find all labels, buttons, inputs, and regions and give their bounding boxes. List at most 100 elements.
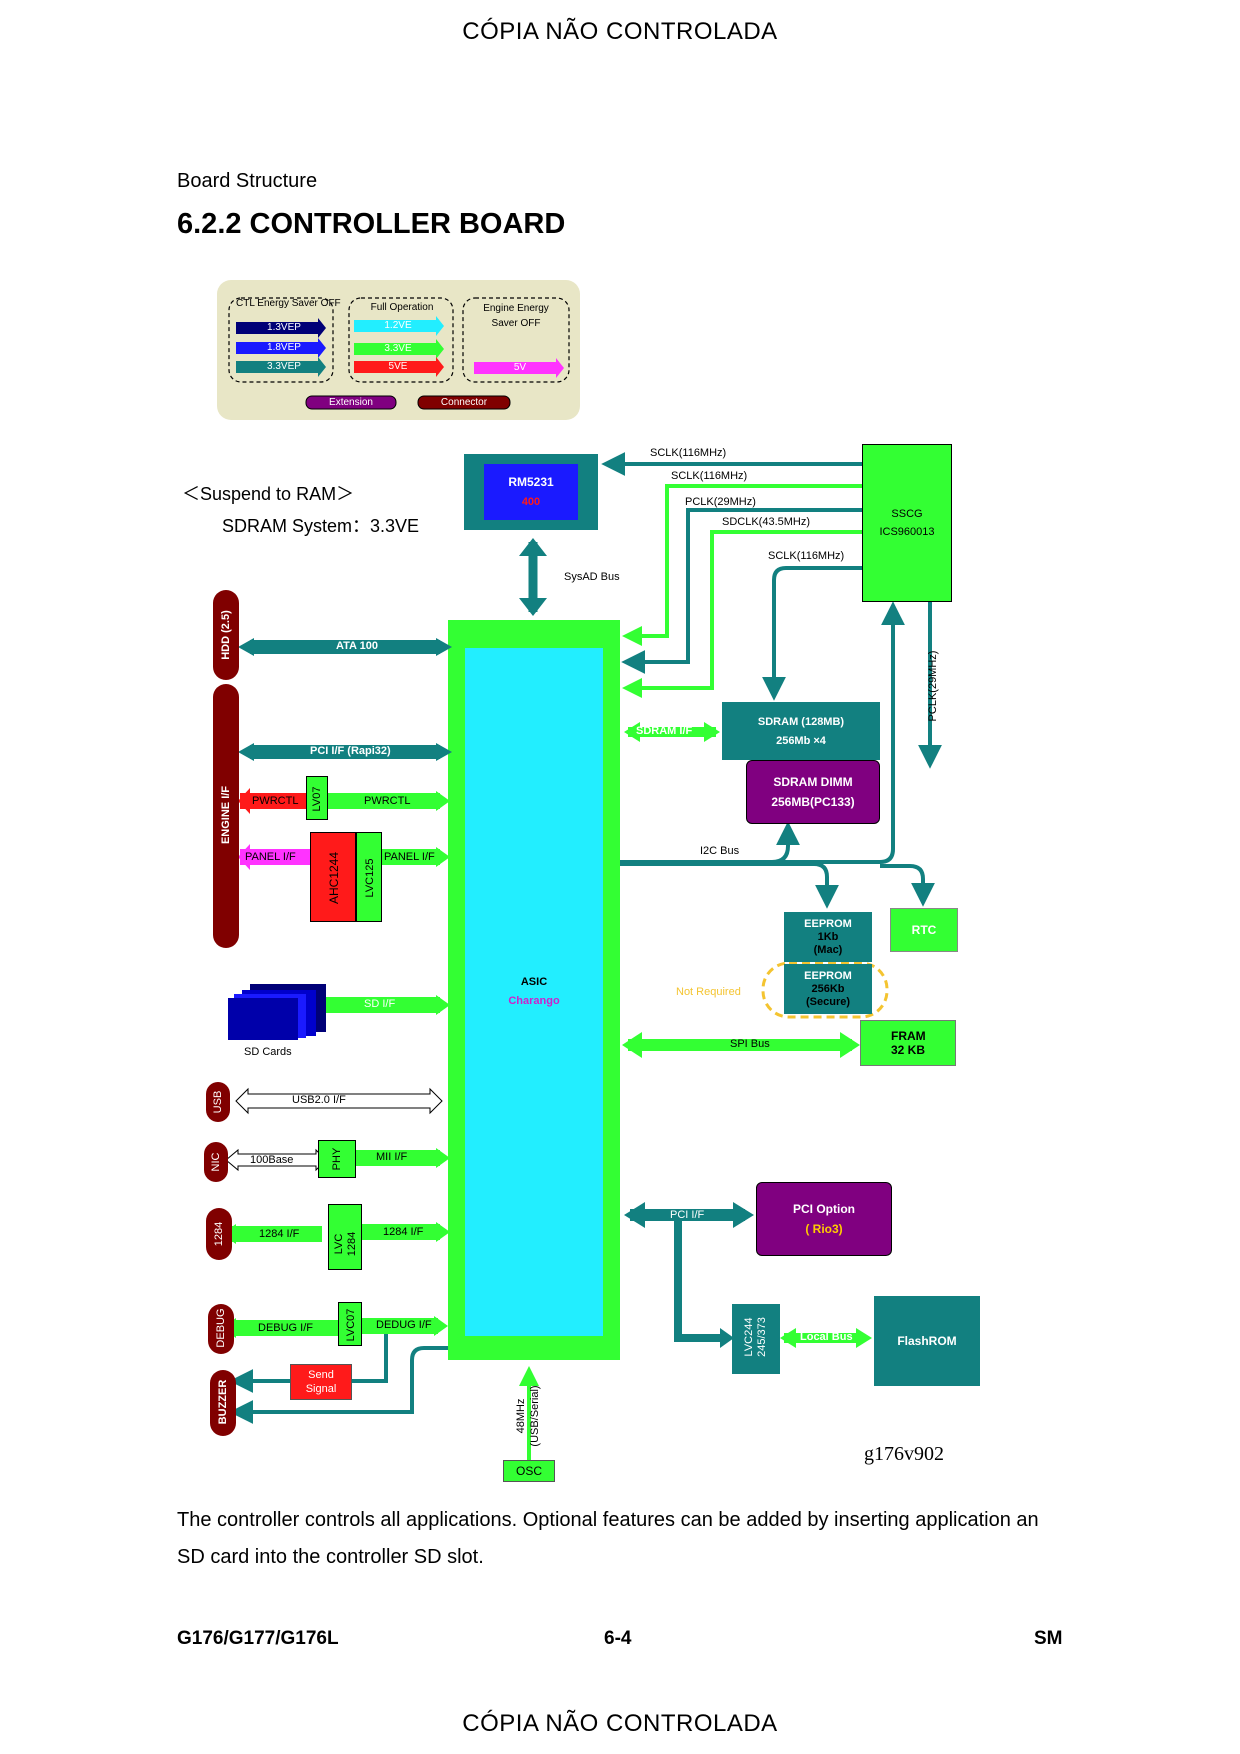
sdram-line1: SDRAM (128MB) bbox=[757, 715, 845, 728]
osc-freq-label: 48MHz(USB/Serial) bbox=[515, 1385, 541, 1447]
footer-page: 6-4 bbox=[604, 1628, 632, 1649]
fram-line1: FRAM bbox=[891, 1029, 926, 1043]
legend-label-1.2ve: 1.2VE bbox=[384, 320, 412, 331]
osc-block: OSC bbox=[503, 1460, 555, 1482]
pwrctl-label-left: PWRCTL bbox=[252, 795, 299, 807]
dimm-line1: SDRAM DIMM bbox=[773, 775, 853, 789]
pci-if-label: PCI I/F bbox=[670, 1209, 705, 1221]
ata-label: ATA 100 bbox=[336, 640, 378, 652]
asic-name: Charango bbox=[508, 995, 560, 1007]
engine-if-label: ENGINE I/F bbox=[220, 785, 232, 845]
suspend-sdram: SDRAM System：3.3VE bbox=[222, 516, 420, 536]
ieee1284-connector bbox=[206, 1208, 232, 1260]
body-text: The controller controls all applications… bbox=[177, 1509, 1039, 1568]
section-label: Board Structure bbox=[177, 170, 318, 192]
debug-label: DEBUG bbox=[215, 1308, 227, 1348]
diagram-lines bbox=[204, 280, 942, 1460]
spi-label: SPI Bus bbox=[730, 1038, 770, 1050]
legend-connector bbox=[417, 395, 511, 410]
asic-core bbox=[465, 648, 603, 1336]
sclk-label-3: SCLK(116MHz) bbox=[768, 550, 845, 562]
rm5231-block: RM5231 400 bbox=[464, 454, 598, 530]
phy-block: PHY bbox=[318, 1140, 356, 1178]
engine-connector bbox=[213, 684, 239, 948]
legend-connector-label: Connector bbox=[440, 397, 488, 408]
debug-connector bbox=[208, 1304, 234, 1354]
send-signal-line2: Signal bbox=[305, 1383, 337, 1395]
usb-label: USB bbox=[212, 1090, 224, 1114]
legend-label-1.3vep: 1.3VEP bbox=[267, 322, 301, 333]
fram-line2: 32 KB bbox=[891, 1043, 926, 1057]
legend-arrow-3.3vep bbox=[236, 357, 326, 377]
ieee1284-label: 1284 bbox=[213, 1221, 225, 1247]
eeprom-mac-block: EEPROM 1Kb (Mac) bbox=[784, 912, 872, 962]
legend-label-5v: 5V bbox=[513, 362, 527, 373]
legend-full-operation: Full Operation bbox=[370, 302, 434, 313]
sysad-label: SysAD Bus bbox=[564, 571, 620, 583]
page-title: 6.2.2 CONTROLLER BOARD bbox=[177, 208, 566, 240]
eeprom2-line2: 256Kb bbox=[811, 982, 845, 995]
panel-label-right: PANEL I/F bbox=[384, 851, 435, 863]
hdd-connector bbox=[213, 590, 239, 680]
ahc1244-label: AHC1244 bbox=[327, 851, 341, 905]
sdram-line2: 256Mb ×4 bbox=[776, 734, 826, 747]
if1284-label-left: 1284 I/F bbox=[259, 1228, 300, 1240]
lv07-block: LV07 bbox=[306, 776, 328, 820]
send-signal-block: Send Signal bbox=[290, 1364, 352, 1400]
rtc-label: RTC bbox=[911, 923, 937, 937]
lvc07-label: LVC07 bbox=[345, 1308, 357, 1342]
usb-if-label: USB2.0 I/F bbox=[292, 1094, 346, 1106]
mii-label: MII I/F bbox=[376, 1151, 408, 1163]
pci-option-block: PCI Option ( Rio3) bbox=[756, 1182, 892, 1256]
sdram-dimm-block: SDRAM DIMM 256MB(PC133) bbox=[746, 760, 880, 824]
sdram-if-label: SDRAM I/F bbox=[636, 725, 693, 737]
asic-label: ASIC bbox=[520, 976, 548, 988]
pclk-vertical-label: PCLK(29MHz) bbox=[927, 650, 939, 722]
buzzer-label: BUZZER bbox=[217, 1379, 229, 1425]
lvc07-block: LVC07 bbox=[338, 1302, 362, 1346]
rio3-label: ( Rio3) bbox=[805, 1222, 843, 1236]
fram-block: FRAM 32 KB bbox=[860, 1020, 956, 1066]
flashrom-label: FlashROM bbox=[897, 1334, 957, 1348]
pci-rapi-label: PCI I/F (Rapi32) bbox=[310, 745, 391, 757]
legend-arrow-1.3vep bbox=[236, 318, 326, 338]
usb-arrow bbox=[235, 1087, 443, 1115]
legend-label-3.3vep: 3.3VEP bbox=[267, 361, 301, 372]
eeprom-secure-block: EEPROM 256Kb (Secure) bbox=[784, 964, 872, 1014]
controller-board-diagram: CTL Energy Saver OFF Full Operation Engi… bbox=[182, 280, 980, 1482]
legend-arrow-1.2ve bbox=[354, 316, 444, 336]
debug-if-label-left: DEBUG I/F bbox=[258, 1322, 314, 1334]
pwrctl-red-bar bbox=[240, 793, 306, 809]
legend-arrow-5v bbox=[474, 358, 564, 378]
lvc125-block: LVC125 bbox=[356, 832, 382, 922]
footer-model: G176/G177/G176L bbox=[177, 1628, 339, 1649]
local-bus-label: Local Bus bbox=[800, 1331, 853, 1343]
dimm-line2: 256MB(PC133) bbox=[771, 795, 855, 809]
sscg-block: SSCG ICS960013 bbox=[862, 444, 952, 602]
sclk-label-2: SCLK(116MHz) bbox=[671, 470, 748, 482]
sdram-block: SDRAM (128MB) 256Mb ×4 bbox=[722, 702, 880, 760]
rm5231-label: RM5231 bbox=[508, 475, 554, 489]
nic-label: NIC bbox=[210, 1152, 222, 1172]
legend-ctl-saver: CTL Energy Saver OFF bbox=[236, 298, 341, 309]
pci-option-label: PCI Option bbox=[793, 1202, 855, 1216]
legend-engine-saver: Engine Energy Saver OFF bbox=[483, 303, 549, 329]
footer-sm: SM bbox=[1034, 1628, 1063, 1649]
legend-extension bbox=[305, 395, 397, 410]
suspend-heading: ＜Suspend to RAM＞ bbox=[182, 484, 355, 504]
sd-cards-label: SD Cards bbox=[244, 1046, 292, 1058]
eeprom2-line1: EEPROM bbox=[804, 969, 852, 982]
lv07-label: LV07 bbox=[311, 786, 323, 812]
if1284-label-right: 1284 I/F bbox=[383, 1226, 424, 1238]
pclk-label: PCLK(29MHz) bbox=[685, 496, 756, 508]
eeprom1-line3: (Mac) bbox=[813, 943, 843, 956]
ahc1244-block: AHC1244 bbox=[310, 832, 356, 922]
eeprom1-line1: EEPROM bbox=[804, 917, 852, 930]
watermark-top: CÓPIA NÃO CONTROLADA bbox=[462, 18, 778, 45]
sdclk-label: SDCLK(43.5MHz) bbox=[722, 516, 811, 528]
figure-id: g176v902 bbox=[864, 1443, 944, 1465]
legend-arrow-5ve bbox=[354, 357, 444, 377]
